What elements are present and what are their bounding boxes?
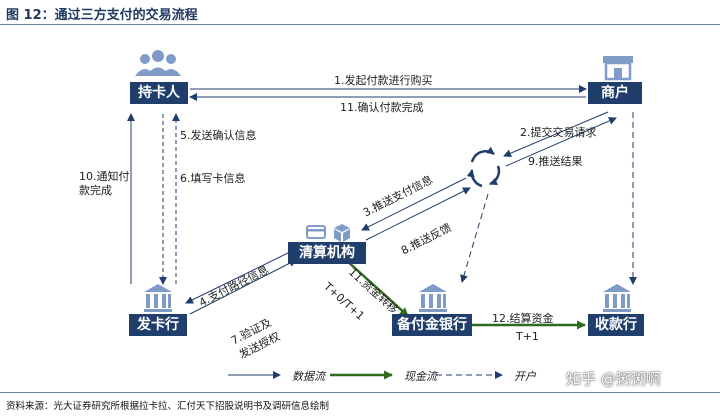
watermark: 知乎 @粥粥啊 (566, 370, 661, 388)
arrow-step-7 (189, 259, 297, 315)
arrow-step-11-transfer (345, 259, 409, 317)
node-reserve-bank: 备付金银行 (392, 314, 472, 336)
legend-cash-flow-label: 现金流 (404, 370, 437, 383)
label-step-5: 5.发送确认信息 (180, 129, 257, 142)
label-step-6: 6.填写卡信息 (180, 172, 246, 185)
label-step-9: 9.推送结果 (528, 155, 583, 168)
arrow-step-9 (505, 117, 617, 167)
label-timing-t1: T+1 (516, 330, 539, 343)
label-step-10a: 10.通知付 (79, 170, 130, 183)
issuer-bank-icon (144, 284, 172, 312)
source-note: 资料来源：光大证券研究所根据拉卡拉、汇付天下招股说明书及调研信息绘制 (6, 401, 330, 412)
cardholder-people-icon (135, 50, 181, 76)
arrow-step-2 (503, 111, 609, 157)
node-clearing: 清算机构 (288, 242, 366, 264)
package-icon (334, 224, 350, 242)
reserve-bank-icon (419, 284, 447, 312)
legend-data-flow-label: 数据流 (292, 370, 325, 383)
label-step-12: 12.结算资金 (492, 312, 554, 325)
arrow-step-3 (361, 177, 467, 231)
third-party-cycle-icon (466, 146, 501, 188)
label-step-10b: 款完成 (79, 184, 112, 197)
arrow-step-8 (365, 187, 471, 241)
node-merchant: 商户 (588, 82, 642, 104)
source-divider (0, 392, 720, 393)
node-cardholder: 持卡人 (130, 82, 188, 104)
node-acquirer: 收款行 (588, 314, 644, 336)
card-icon (306, 225, 326, 239)
acquirer-bank-icon (603, 284, 631, 312)
arrow-step-4 (185, 251, 291, 304)
figure-title: 图 12：通过三方支付的交易流程 (6, 8, 198, 23)
label-step-1: 1.发起付款进行购买 (334, 74, 433, 87)
arrow-account-cycle-reserve (460, 193, 489, 283)
merchant-shop-icon (603, 56, 633, 81)
title-divider (0, 24, 720, 25)
label-step-11-confirm: 11.确认付款完成 (340, 101, 424, 114)
node-issuer: 发卡行 (129, 314, 187, 336)
label-step-2: 2.提交交易请求 (520, 126, 597, 139)
legend-account-label: 开户 (514, 370, 536, 383)
